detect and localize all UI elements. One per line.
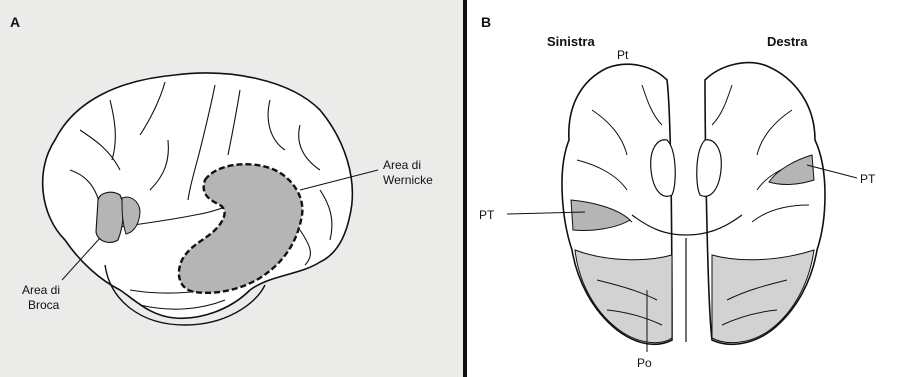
lateral-brain-illustration [0,0,463,377]
pt-left-label: PT [479,208,494,222]
left-occipital-cortex [575,250,672,343]
destra-label: Destra [767,34,807,49]
wernicke-label-line1: Area di [383,158,421,172]
po-label: Po [637,356,652,370]
right-occipital-cortex [712,250,814,343]
panel-a-lateral-view: A Area di Wernicke Area di Broca [0,0,463,377]
broca-label-line2: Broca [28,298,59,312]
panel-a-letter: A [10,14,20,30]
horizontal-section-illustration [467,0,902,377]
wernicke-label-line2: Wernicke [383,173,433,187]
panel-b-letter: B [481,14,491,30]
sinistra-label: Sinistra [547,34,595,49]
pt-right-label: PT [860,172,875,186]
broca-label-line1: Area di [22,283,60,297]
panel-b-horizontal-section: B Sinistra Destra Pt PT PT Po [467,0,902,377]
broca-area [96,192,123,242]
pt-top-label: Pt [617,48,628,62]
